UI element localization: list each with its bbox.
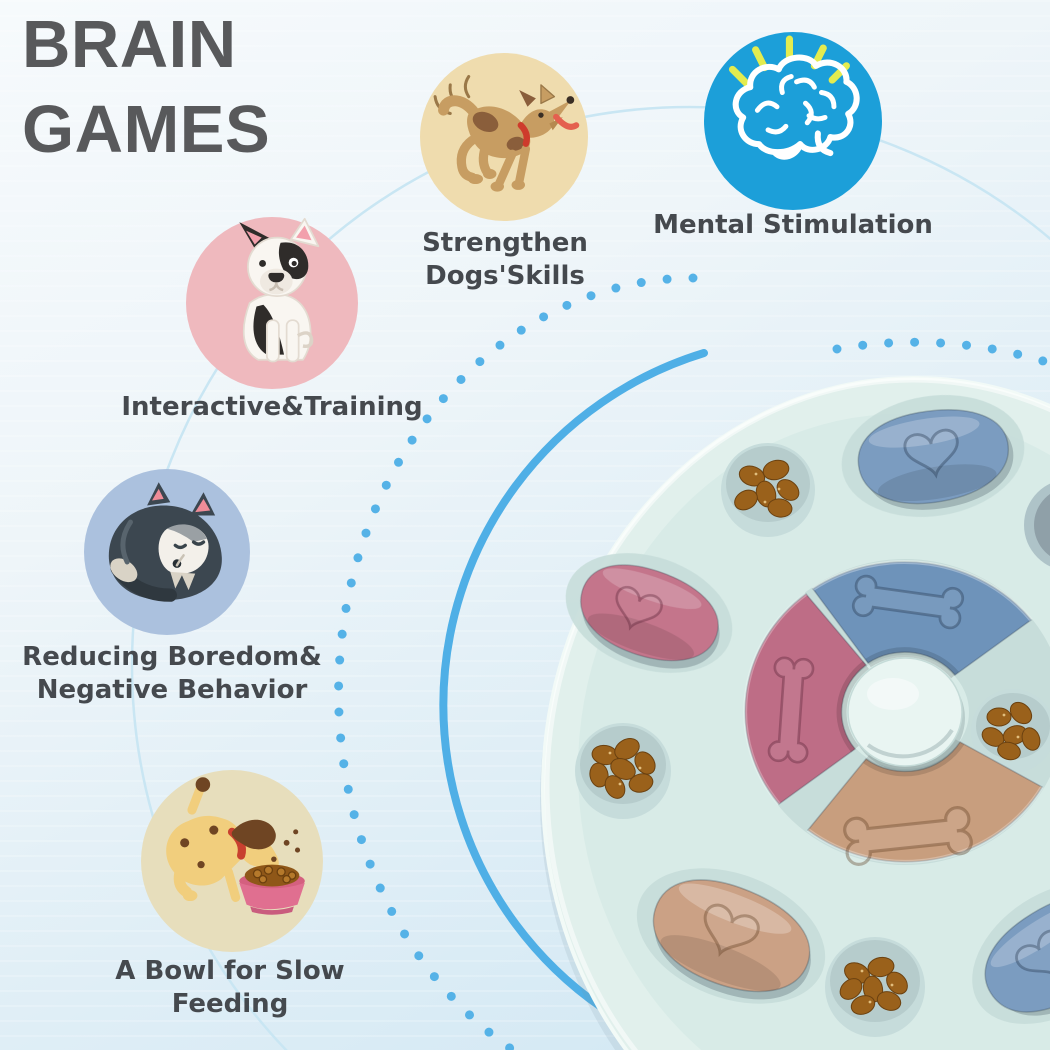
treat-well-bottom <box>825 937 925 1037</box>
brain-art <box>732 54 860 160</box>
feature-label-interactive: Interactive&Training <box>121 392 423 422</box>
feature-label-mental: Mental Stimulation <box>653 210 933 240</box>
slider-pink-left <box>580 564 720 669</box>
feature-bubble-boredom <box>84 469 250 635</box>
slider-blue-bottomright <box>984 893 1050 1016</box>
slider-tan-bottomleft <box>652 879 811 1000</box>
feature-label-boredom: Reducing Boredom& Negative Behavior <box>22 642 322 705</box>
title-line-2: GAMES <box>22 92 271 168</box>
husky-art <box>108 482 222 602</box>
feature-label-slow-feeding: A Bowl for Slow Feeding <box>115 956 345 1019</box>
bone-emboss <box>843 806 973 866</box>
center-knob <box>847 657 965 772</box>
partial-well-right <box>1024 483 1050 567</box>
dog-eating-bowl-icon <box>141 770 323 952</box>
treat-well-top <box>721 443 815 537</box>
kibble-cluster <box>981 701 1041 761</box>
wedge-pink <box>743 592 870 806</box>
bulldog-art <box>239 217 320 363</box>
sleeping-husky-icon <box>84 469 250 635</box>
slider-blue-top <box>857 409 1014 510</box>
french-bulldog-icon <box>186 217 358 389</box>
kibble-cluster <box>589 738 656 799</box>
kibble-cluster <box>734 459 800 518</box>
heart-emboss <box>703 903 760 957</box>
brain-icon <box>704 32 882 210</box>
page-title: BRAIN GAMES <box>22 2 270 172</box>
feature-bubble-mental <box>704 32 882 210</box>
feature-bubble-slow-feeding <box>141 770 323 952</box>
bone-emboss <box>767 656 815 764</box>
kibble-cluster <box>839 956 908 1015</box>
solid-arc-ring <box>439 349 708 1050</box>
feature-bubble-interactive <box>186 217 358 389</box>
treat-well-left <box>575 723 671 819</box>
tray-rim-highlight <box>544 377 1050 1050</box>
heart-emboss <box>1015 929 1050 979</box>
heart-emboss <box>615 585 663 631</box>
bone-emboss <box>851 574 965 630</box>
jumping-dog-icon <box>420 53 588 221</box>
treat-well-right <box>971 689 1050 773</box>
heart-emboss <box>903 428 959 479</box>
feature-label-strengthen: Strengthen Dogs'Skills <box>422 228 588 291</box>
eating-dog-art <box>166 777 305 915</box>
title-line-1: BRAIN <box>22 7 237 82</box>
feature-bubble-strengthen <box>420 53 588 221</box>
faint-ring <box>130 105 1050 1050</box>
wedge-tan <box>806 739 1044 866</box>
jumping-dog-art <box>433 75 580 192</box>
wedge-blue <box>811 560 1033 679</box>
product-photo <box>540 376 1050 1050</box>
